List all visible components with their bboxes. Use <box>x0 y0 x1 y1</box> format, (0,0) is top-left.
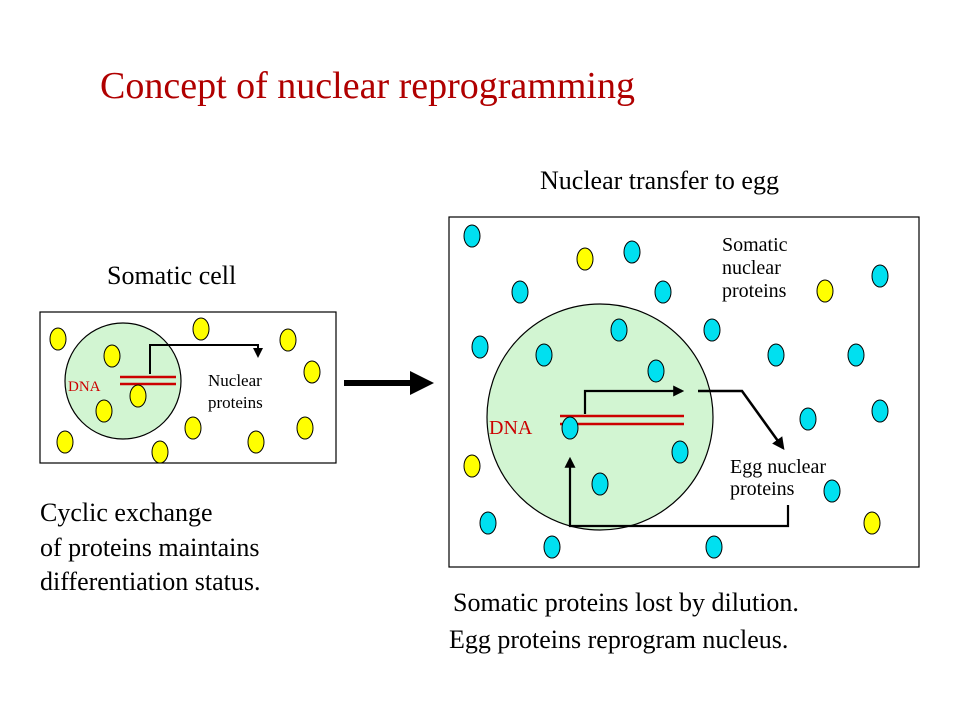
somatic-cell-heading: Somatic cell <box>107 261 236 290</box>
page-title: Concept of nuclear reprogramming <box>100 65 635 107</box>
somatic-protein <box>303 360 321 384</box>
egg-protein <box>767 343 785 367</box>
somatic-protein <box>296 416 314 440</box>
somatic-protein <box>279 328 297 352</box>
egg-protein <box>871 264 889 288</box>
somatic-protein <box>816 279 834 303</box>
egg-protein <box>623 240 641 264</box>
somatic-protein <box>463 454 481 478</box>
egg-protein <box>671 440 689 464</box>
somatic-protein <box>49 327 67 351</box>
somatic-protein <box>184 416 202 440</box>
somatic-proteins-right <box>463 247 881 535</box>
egg-protein <box>847 343 865 367</box>
left-caption-line1: Cyclic exchange <box>40 498 213 527</box>
egg-nuclear-proteins-line2: proteins <box>730 478 795 500</box>
egg-export-arrow-inner <box>583 385 685 414</box>
somatic-nuclear-proteins-line2: nuclear <box>722 257 781 279</box>
egg-protein <box>535 343 553 367</box>
somatic-protein <box>103 344 121 368</box>
egg-protein <box>647 359 665 383</box>
egg-protein <box>799 407 817 431</box>
egg-nuclear-proteins-line1: Egg nuclear <box>730 456 826 478</box>
somatic-protein <box>192 317 210 341</box>
egg-protein <box>543 535 561 559</box>
nuclear-proteins-label-line1: Nuclear <box>208 371 262 390</box>
left-caption-line2: of proteins maintains <box>40 533 260 562</box>
right-caption-line2: Egg proteins reprogram nucleus. <box>449 625 788 654</box>
egg-import-arrow <box>564 456 790 528</box>
somatic-export-arrow <box>149 344 263 374</box>
somatic-protein <box>56 430 74 454</box>
transfer-arrow-head <box>410 371 434 395</box>
somatic-nuclear-proteins-line1: Somatic <box>722 234 788 256</box>
somatic-protein <box>129 384 147 408</box>
somatic-protein <box>247 430 265 454</box>
somatic-protein <box>151 440 169 464</box>
egg-protein <box>591 472 609 496</box>
egg-protein <box>479 511 497 535</box>
egg-protein <box>703 318 721 342</box>
egg-protein <box>654 280 672 304</box>
egg-protein <box>511 280 529 304</box>
somatic-nucleus <box>64 322 182 440</box>
left-caption-line3: differentiation status. <box>40 567 260 596</box>
somatic-protein <box>863 511 881 535</box>
egg-protein <box>471 335 489 359</box>
somatic-dna-label: DNA <box>68 379 101 395</box>
somatic-protein <box>95 399 113 423</box>
right-caption-line1: Somatic proteins lost by dilution. <box>453 588 799 617</box>
egg-protein <box>871 399 889 423</box>
nuclear-proteins-label-line2: proteins <box>208 393 263 412</box>
egg-proteins <box>463 224 889 559</box>
transferred-dna-label: DNA <box>489 417 533 439</box>
somatic-proteins-left <box>49 317 321 464</box>
egg-protein <box>463 224 481 248</box>
somatic-nuclear-proteins-line3: proteins <box>722 280 787 302</box>
egg-protein <box>705 535 723 559</box>
egg-protein <box>610 318 628 342</box>
egg-protein <box>561 416 579 440</box>
somatic-protein <box>576 247 594 271</box>
egg-protein <box>823 479 841 503</box>
egg-export-arrow-outer <box>698 389 785 451</box>
nuclear-transfer-heading: Nuclear transfer to egg <box>540 166 779 195</box>
